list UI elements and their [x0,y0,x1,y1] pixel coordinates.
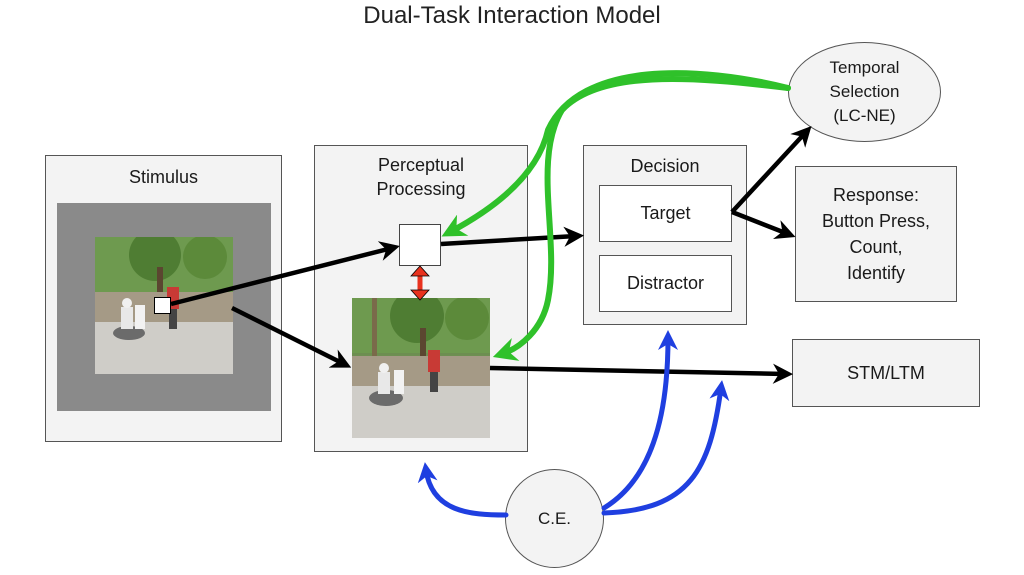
distractor-box: Distractor [599,255,732,312]
response-label: Response: Button Press, Count, Identify [821,185,931,283]
blue-arrow-ce-to-perceptual [417,462,509,518]
decision-label: Decision [630,156,700,176]
stimulus-target-marker [154,297,171,314]
blue-arrow-ce-to-decision [601,330,678,511]
central-executive-circle: C.E. [505,469,604,568]
arrow-photo-to-stm [489,363,794,384]
distractor-label: Distractor [626,273,704,293]
diagram-title: Dual-Task Interaction Model [363,2,661,29]
red-arrowhead-up [410,265,430,277]
arrow-target-to-response [731,209,796,239]
central-executive-label: C.E. [537,508,572,528]
perceptual-photo-scene [352,298,490,438]
target-box: Target [599,185,732,242]
response-box: Response: Button Press, Count, Identify [795,166,957,302]
arrow-stimulus-to-square [170,241,400,307]
stm-ltm-box: STM/LTM [792,339,980,407]
arrow-stimulus-to-photo [230,305,352,368]
arrow-square-to-decision [440,226,585,247]
perceptual-photo [352,298,490,438]
arrow-target-to-temporal [730,126,812,214]
temporal-selection-label: Temporal Selection (LC-NE) [829,58,900,125]
perceptual-processing-label: Perceptual Processing [376,155,466,199]
blue-arrow-ce-to-stm [601,380,730,516]
stimulus-label: Stimulus [128,167,199,187]
temporal-selection-ellipse: Temporal Selection (LC-NE) [788,42,941,142]
green-arrow-temporal-to-photo [492,76,791,361]
red-arrowhead-down [410,289,430,301]
stm-ltm-label: STM/LTM [847,363,925,383]
target-label: Target [640,203,691,223]
